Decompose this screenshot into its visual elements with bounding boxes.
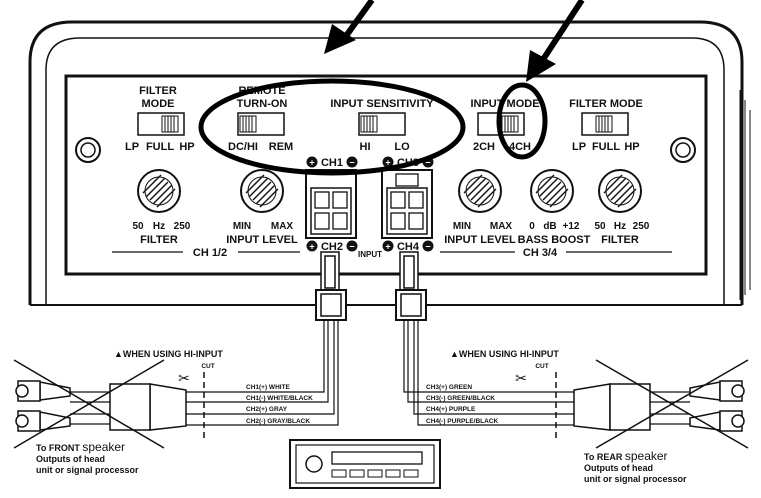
knob-filter-left-label: FILTER bbox=[140, 234, 178, 246]
scissors-left-icon: ✂ bbox=[178, 370, 190, 386]
svg-text:+: + bbox=[309, 242, 314, 252]
knob-input-right-scale-max: MAX bbox=[490, 221, 513, 232]
knob-bass-scale-min: 0 bbox=[529, 221, 535, 232]
knobs-group bbox=[137, 169, 642, 213]
input-mode-opt-2ch: 2CH bbox=[473, 141, 495, 153]
knob-filter-right-scale-unit: Hz bbox=[614, 221, 626, 232]
knob-input-right[interactable] bbox=[458, 169, 502, 213]
filter-right-opt-lp: LP bbox=[572, 141, 586, 153]
front-outputs-line-1: Outputs of head bbox=[36, 454, 105, 464]
rear-outputs-line-1: Outputs of head bbox=[584, 463, 653, 473]
filter-mode-left-label-1: FILTER bbox=[139, 85, 177, 97]
filter-right-opt-full: FULL bbox=[592, 141, 620, 153]
scissors-right-icon: ✂ bbox=[515, 370, 527, 386]
rear-speaker-label: To REAR speaker bbox=[584, 449, 668, 463]
knob-filter-left-scale-max: 250 bbox=[174, 221, 191, 232]
knob-filter-right[interactable] bbox=[598, 169, 642, 213]
input-mode-opt-4ch: 4CH bbox=[509, 141, 531, 153]
wire-ch4-minus: CH4(-) PURPLE/BLACK bbox=[426, 418, 499, 425]
input-connector-ch34[interactable] bbox=[381, 169, 433, 239]
group-ch34-label: CH 3/4 bbox=[523, 247, 558, 259]
knob-input-left-label: INPUT LEVEL bbox=[226, 234, 298, 246]
wire-ch2-minus: CH2(-) GRAY/BLACK bbox=[246, 418, 310, 425]
svg-text:+: + bbox=[385, 242, 390, 252]
svg-text:−: − bbox=[425, 158, 430, 168]
knob-bass-scale-unit: dB bbox=[543, 221, 556, 232]
wire-ch3-plus: CH3(+) GREEN bbox=[426, 384, 472, 391]
group-ch12-label: CH 1/2 bbox=[193, 247, 227, 259]
filter-left-opt-hp: HP bbox=[179, 141, 194, 153]
callout-arrow-left bbox=[324, 0, 375, 54]
filter-mode-right-label: FILTER MODE bbox=[569, 98, 643, 110]
input-sensitivity-switch[interactable] bbox=[358, 112, 406, 136]
filter-left-opt-lp: LP bbox=[125, 141, 139, 153]
svg-text:+: + bbox=[385, 158, 390, 168]
svg-text:CH2: CH2 bbox=[321, 241, 343, 253]
front-outputs-line-2: unit or signal processor bbox=[36, 465, 139, 475]
knob-input-left-scale-max: MAX bbox=[271, 221, 294, 232]
callout-arrow-right bbox=[526, 0, 585, 82]
left-harness-body bbox=[15, 380, 187, 432]
harness-wires bbox=[186, 320, 574, 426]
wire-ch3-minus: CH3(-) GREEN/BLACK bbox=[426, 395, 495, 402]
filter-mode-right-switch[interactable] bbox=[581, 112, 629, 136]
svg-text:−: − bbox=[425, 242, 430, 252]
remote-opt-rem: REM bbox=[269, 141, 293, 153]
sensitivity-opt-hi: HI bbox=[360, 141, 371, 153]
input-plug-right bbox=[395, 251, 427, 321]
input-sensitivity-label: INPUT SENSITIVITY bbox=[330, 98, 434, 110]
knob-filter-left-scale-min: 50 bbox=[132, 221, 144, 232]
knob-filter-left-scale-unit: Hz bbox=[153, 221, 165, 232]
polarity-ch1: + CH1 − bbox=[306, 156, 358, 169]
left-x-cross bbox=[13, 359, 165, 449]
svg-text:−: − bbox=[349, 242, 354, 252]
right-harness-body bbox=[573, 380, 745, 432]
knob-bass[interactable] bbox=[530, 169, 574, 213]
remote-opt-dchi: DC/HI bbox=[228, 141, 258, 153]
remote-turn-on-label-2: TURN-ON bbox=[237, 98, 288, 110]
knob-input-right-label: INPUT LEVEL bbox=[444, 234, 516, 246]
knob-input-left[interactable] bbox=[240, 169, 284, 213]
wire-ch4-plus: CH4(+) PURPLE bbox=[426, 406, 476, 413]
svg-text:−: − bbox=[349, 158, 354, 168]
right-hi-input-heading: ▲WHEN USING HI-INPUT bbox=[450, 349, 559, 359]
wire-ch2-plus: CH2(+) GRAY bbox=[246, 406, 288, 413]
sensitivity-opt-lo: LO bbox=[394, 141, 410, 153]
knob-filter-right-scale-min: 50 bbox=[594, 221, 606, 232]
knob-input-right-scale-min: MIN bbox=[453, 221, 471, 232]
filter-right-opt-hp: HP bbox=[624, 141, 639, 153]
input-connector-ch12[interactable] bbox=[305, 169, 357, 239]
rear-outputs-line-2: unit or signal processor bbox=[584, 474, 687, 484]
callout-marks bbox=[198, 78, 548, 176]
front-speaker-label: To FRONT speaker bbox=[36, 440, 125, 454]
head-unit bbox=[289, 439, 441, 489]
svg-text:CH4: CH4 bbox=[397, 241, 420, 253]
knob-input-left-scale-min: MIN bbox=[233, 221, 251, 232]
remote-turn-on-switch[interactable] bbox=[237, 112, 285, 136]
cut-lines bbox=[203, 372, 557, 440]
filter-left-opt-full: FULL bbox=[146, 141, 174, 153]
input-mode-label: INPUT MODE bbox=[470, 98, 539, 110]
input-label: INPUT bbox=[358, 250, 382, 259]
polarity-ch2: + CH2 − bbox=[306, 240, 358, 253]
cut-left-label: CUT bbox=[201, 363, 214, 370]
cut-right-label: CUT bbox=[535, 363, 548, 370]
svg-text:CH1: CH1 bbox=[321, 157, 343, 169]
knob-filter-left[interactable] bbox=[137, 169, 181, 213]
wire-ch1-minus: CH1(-) WHITE/BLACK bbox=[246, 395, 313, 402]
knob-filter-right-label: FILTER bbox=[601, 234, 639, 246]
wire-ch1-plus: CH1(+) WHITE bbox=[246, 384, 291, 391]
filter-mode-left-switch[interactable] bbox=[137, 112, 185, 136]
svg-text:+: + bbox=[309, 158, 314, 168]
filter-mode-left-label-2: MODE bbox=[142, 98, 175, 110]
input-plug-left bbox=[315, 251, 347, 321]
knob-bass-scale-max: +12 bbox=[563, 221, 580, 232]
polarity-ch4: + CH4 − bbox=[382, 240, 434, 253]
knob-bass-label: BASS BOOST bbox=[518, 234, 591, 246]
knob-filter-right-scale-max: 250 bbox=[633, 221, 650, 232]
right-x-cross bbox=[595, 359, 749, 449]
left-hi-input-heading: ▲WHEN USING HI-INPUT bbox=[114, 349, 223, 359]
